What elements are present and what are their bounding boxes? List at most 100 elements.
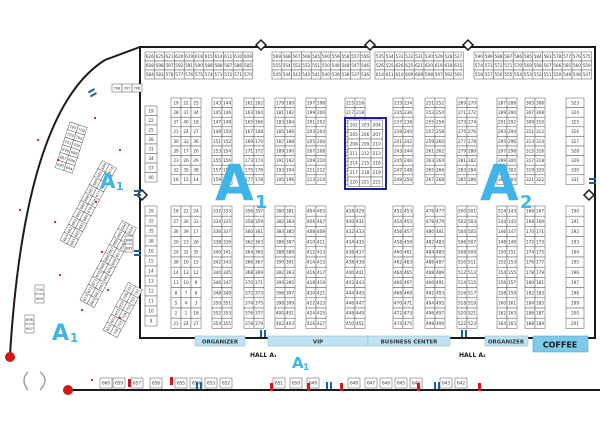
- booth-a1[interactable]: [144, 315, 158, 327]
- booth-number: 559: [583, 63, 591, 68]
- booth-number: 702: [130, 296, 137, 304]
- booth-number: 19: [148, 108, 154, 113]
- booth-top-row[interactable]: [453, 69, 464, 80]
- booth-number: 271: [458, 110, 466, 115]
- booth-hall[interactable]: [565, 317, 585, 329]
- booth-bottom-row[interactable]: [174, 377, 188, 389]
- booth-number: 501: [468, 209, 476, 214]
- booth-top-row[interactable]: [581, 69, 592, 80]
- booth-hall[interactable]: [402, 174, 414, 185]
- booth-hall[interactable]: [534, 317, 546, 329]
- booth-number: 378: [245, 321, 253, 326]
- outdoor-booth-block: 6936926916906896886876866856846836826816…: [59, 160, 117, 248]
- highlighted-booth-group[interactable]: [344, 117, 387, 190]
- booth-number: 450: [346, 321, 354, 326]
- booth-hall[interactable]: [253, 174, 265, 185]
- booth-hall[interactable]: [284, 174, 296, 185]
- booth-number: 511: [468, 260, 476, 265]
- booth-hall[interactable]: [253, 317, 265, 329]
- booth-hall[interactable]: [466, 174, 478, 185]
- booth-a1[interactable]: [190, 174, 202, 185]
- booth-number: 701: [64, 140, 72, 146]
- booth-number: 13: [148, 279, 154, 284]
- booth-outdoor[interactable]: [104, 163, 117, 177]
- booth-outdoor[interactable]: [124, 243, 134, 253]
- booth-hall[interactable]: [506, 317, 518, 329]
- booth-hall[interactable]: [315, 174, 327, 185]
- booth-hall[interactable]: [221, 174, 233, 185]
- booth-number: 505: [468, 229, 476, 234]
- hall-label-a1-number: 1: [255, 192, 268, 213]
- coffee-label: COFFEE: [543, 341, 578, 350]
- booth-top-row[interactable]: [359, 69, 371, 80]
- booth-bottom-row[interactable]: [112, 377, 126, 389]
- booth-a1[interactable]: [144, 172, 158, 183]
- booth-top-row[interactable]: [242, 69, 254, 80]
- booth-bottom-row[interactable]: [394, 377, 408, 389]
- service-area-business-center[interactable]: BUSINESS CENTER: [367, 335, 451, 347]
- booth-bottom-row[interactable]: [99, 377, 113, 389]
- booth-number: 395: [286, 280, 294, 285]
- booth-hall[interactable]: [565, 174, 585, 185]
- booth-number: 291: [498, 120, 506, 125]
- booth-outdoor[interactable]: [131, 83, 143, 93]
- booth-number: 23: [183, 239, 189, 244]
- booth-number: 553: [524, 72, 532, 77]
- booth-hall[interactable]: [506, 174, 518, 185]
- booth-outdoor[interactable]: [124, 223, 137, 237]
- booth-bottom-row[interactable]: [347, 377, 361, 389]
- booth-number: 554: [283, 63, 291, 68]
- service-area-organizer-right[interactable]: ORGANIZER: [484, 335, 529, 347]
- booth-hall[interactable]: [284, 317, 296, 329]
- booth-bottom-row[interactable]: [204, 377, 218, 389]
- booth-number: 521: [468, 311, 476, 316]
- booth-number: 435: [356, 239, 364, 244]
- booth-number: 213: [373, 151, 381, 156]
- booth-number: 382: [276, 219, 284, 224]
- booth-number: 347: [223, 280, 231, 285]
- booth-number: 447: [356, 301, 364, 306]
- booth-hall[interactable]: [221, 317, 233, 329]
- booth-bottom-row[interactable]: [409, 377, 423, 389]
- booth-hall[interactable]: [534, 174, 546, 185]
- booth-number: 257: [426, 129, 434, 134]
- booth-number: 621: [166, 54, 174, 59]
- booth-outdoor[interactable]: [34, 293, 45, 304]
- booth-hall[interactable]: [466, 317, 478, 329]
- booth-number: 409: [317, 229, 325, 234]
- booth-hall[interactable]: [402, 317, 414, 329]
- booth-number: 705: [117, 320, 124, 328]
- booth-outdoor[interactable]: [130, 285, 143, 299]
- booth-number: 536: [361, 72, 369, 77]
- booth-bottom-row[interactable]: [379, 377, 393, 389]
- booth-number: 152: [498, 260, 506, 265]
- booth-highlighted[interactable]: [370, 176, 383, 187]
- booth-number: 706: [113, 327, 120, 336]
- booth-bottom-row[interactable]: [149, 377, 163, 389]
- service-area-vip[interactable]: VIP: [267, 335, 369, 347]
- booth-number: 405: [317, 209, 325, 214]
- booth-number: 682: [74, 230, 81, 238]
- booth-a1[interactable]: [190, 317, 202, 329]
- booth-number: 353: [223, 311, 231, 316]
- service-area-organizer-left[interactable]: ORGANIZER: [194, 335, 246, 347]
- booth-outdoor[interactable]: [63, 162, 76, 174]
- booth-bottom-row[interactable]: [364, 377, 378, 389]
- booth-hall[interactable]: [354, 317, 366, 329]
- booth-hall[interactable]: [434, 317, 446, 329]
- booth-hall[interactable]: [315, 317, 327, 329]
- booth-bottom-row[interactable]: [289, 377, 303, 389]
- booth-hall[interactable]: [434, 174, 446, 185]
- entrance-hall-a1[interactable]: HALL A₁: [250, 352, 277, 359]
- booth-number: 180: [286, 100, 294, 105]
- booth-number: 415: [317, 260, 325, 265]
- booth-outdoor[interactable]: [24, 323, 35, 334]
- booth-bottom-row[interactable]: [219, 377, 233, 389]
- booth-number: 161: [245, 100, 253, 105]
- booth-number: 35: [183, 168, 189, 173]
- entrance-hall-a2[interactable]: HALL A₂: [459, 352, 486, 359]
- booth-bottom-row[interactable]: [454, 377, 468, 389]
- booth-number: 532: [405, 54, 413, 59]
- booth-number: 618: [195, 54, 203, 59]
- service-area-coffee[interactable]: COFFEE: [532, 335, 589, 353]
